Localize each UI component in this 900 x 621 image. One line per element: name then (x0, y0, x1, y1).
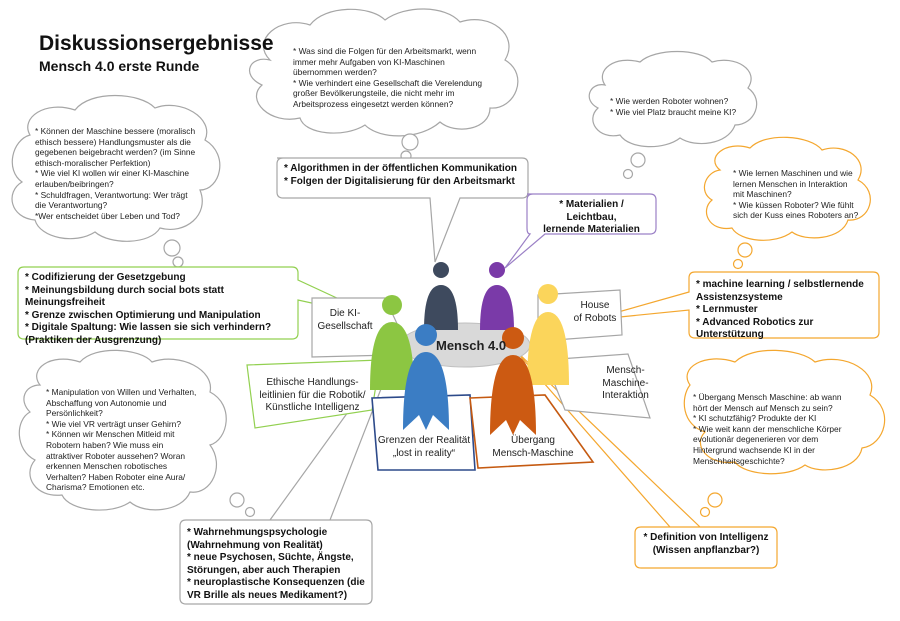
box-machine-learning: * machine learning / selbstlernende Assi… (696, 279, 864, 340)
segment-grenzen: Grenzen der Realität „lost in reality“ (377, 435, 471, 459)
cloud-arbeitsmarkt-text: * Was sind die Folgen für den Arbeitsmar… (293, 46, 483, 109)
person-green (370, 295, 414, 390)
person-navy (424, 262, 458, 330)
cloud-manipulation-text: * Manipulation von Willen und Verhalten,… (46, 387, 197, 493)
box-codifizierung-shape (17, 266, 381, 340)
segment-ki-gesellschaft: Die KI- Gesellschaft (317, 308, 373, 332)
cloud-roboter-wohnen (588, 50, 758, 180)
cloud-roboter-wohnen-text: * Wie werden Roboter wohnen? * Wie viel … (610, 96, 737, 117)
cloud-lernen (703, 136, 871, 270)
page-title: Diskussionsergebnisse (39, 32, 274, 55)
cloud-moral (11, 94, 221, 268)
box-codifizierung: * Codifizierung der Gesetzgebung * Meinu… (25, 272, 272, 346)
cloud-arbeitsmarkt (249, 8, 519, 162)
box-wahrnehmung: * Wahrnehmungspsychologie (Wahrnehmung v… (187, 527, 365, 601)
segment-ethische-shape (246, 359, 381, 429)
box-definition-shape (514, 349, 778, 569)
segment-ethische: Ethische Handlungs- leitlinien für die R… (259, 377, 366, 413)
box-algorithmen: * Algorithmen in der öffentlichen Kommun… (284, 163, 517, 187)
segment-mmi: Mensch- Maschine- Interaktion (602, 365, 649, 401)
cloud-moral-text: * Können der Maschine bessere (moralisch… (35, 126, 196, 221)
box-machine-learning-shape (589, 271, 880, 339)
person-purple (480, 262, 514, 330)
cloud-manipulation (18, 349, 256, 518)
center-label: Mensch 4.0 (436, 338, 507, 353)
cloud-uebergang-text: * Übergang Mensch Maschine: ab wann hört… (693, 392, 842, 466)
cloud-uebergang (683, 349, 886, 518)
box-materialien: * Materialien / Leichtbau, lernende Mate… (543, 199, 640, 235)
box-algorithmen-shape (276, 157, 529, 263)
page-subtitle: Mensch 4.0 erste Runde (39, 58, 200, 74)
box-wahrnehmung-shape (179, 339, 401, 605)
segment-uebergang: Übergang Mensch-Maschine (492, 435, 574, 459)
person-yellow (527, 284, 569, 385)
cloud-lernen-text: * Wie lernen Maschinen und wie lernen Me… (733, 168, 859, 221)
person-blue (403, 324, 449, 430)
person-orange (490, 327, 536, 435)
box-materialien-shape (504, 193, 657, 269)
segment-house-of-robots: House of Robots (573, 300, 617, 324)
segment-mmi-shape (544, 353, 651, 419)
box-definition: * Definition von Intelligenz (Wissen anp… (643, 532, 769, 556)
